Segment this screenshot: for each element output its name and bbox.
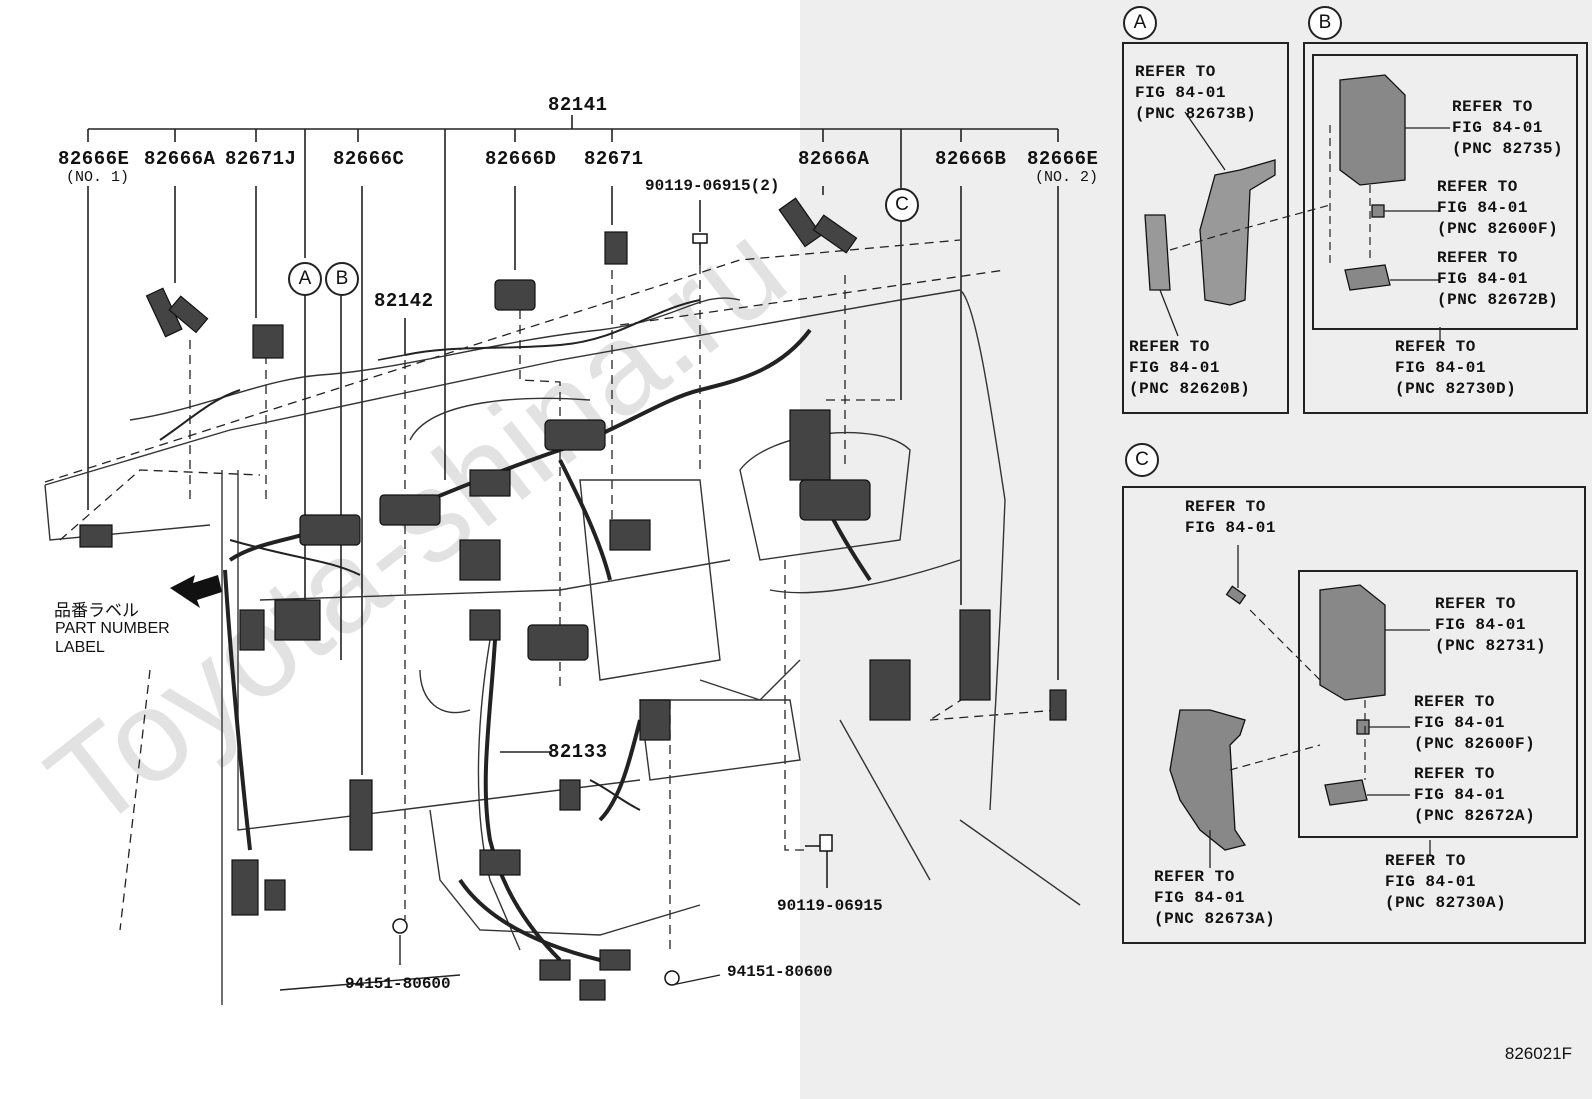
- part-number-label-en-1: PART NUMBER: [55, 620, 170, 637]
- figure-code: 826021F: [1504, 1044, 1572, 1063]
- callout-82666e-no2: 82666E: [1027, 148, 1099, 170]
- detail-b-ref-82600f: REFER TO FIG 84-01 (PNC 82600F): [1437, 178, 1559, 238]
- detail-b-panel: [1303, 42, 1588, 414]
- clip-right-label: 94151-80600: [727, 963, 833, 981]
- part-82141-label: 82141: [548, 94, 608, 116]
- circle-marker-a: A: [288, 262, 322, 296]
- detail-b-inner-box: [1312, 54, 1578, 330]
- detail-a-ref-82620b: REFER TO FIG 84-01 (PNC 82620B): [1129, 338, 1251, 398]
- callout-82666a-right: 82666A: [798, 148, 870, 170]
- detail-c-ref-82673a: REFER TO FIG 84-01 (PNC 82673A): [1154, 868, 1276, 928]
- detail-a-panel: [1122, 42, 1289, 414]
- detail-b-ref-82672b: REFER TO FIG 84-01 (PNC 82672B): [1437, 249, 1559, 309]
- detail-c-ref-82672a: REFER TO FIG 84-01 (PNC 82672A): [1414, 765, 1536, 825]
- callout-82671: 82671: [584, 148, 644, 170]
- bolt-top-label: 90119-06915(2): [645, 177, 780, 195]
- detail-b-ref-82735: REFER TO FIG 84-01 (PNC 82735): [1452, 98, 1564, 158]
- circle-marker-b: B: [325, 262, 359, 296]
- no2-label: (NO. 2): [1035, 169, 1099, 186]
- circle-marker-c: C: [885, 188, 919, 222]
- callout-82666a-left: 82666A: [144, 148, 216, 170]
- part-82133-label: 82133: [548, 741, 608, 763]
- detail-b-marker: B: [1308, 6, 1342, 40]
- callout-82666c: 82666C: [333, 148, 405, 170]
- detail-c-ref-82600f: REFER TO FIG 84-01 (PNC 82600F): [1414, 693, 1536, 753]
- part-number-label-en-2: LABEL: [55, 639, 105, 656]
- callout-82666b: 82666B: [935, 148, 1007, 170]
- background-shade-right: [800, 0, 1592, 1099]
- detail-a-marker: A: [1123, 6, 1157, 40]
- part-number-label-jp: 品番ラベル: [54, 601, 139, 621]
- callout-82671j: 82671J: [225, 148, 297, 170]
- no1-label: (NO. 1): [66, 169, 130, 186]
- detail-b-ref-82730d: REFER TO FIG 84-01 (PNC 82730D): [1395, 338, 1517, 398]
- detail-c-ref-82731: REFER TO FIG 84-01 (PNC 82731): [1435, 595, 1547, 655]
- detail-c-marker: C: [1125, 443, 1159, 477]
- detail-c-panel: [1122, 486, 1586, 944]
- detail-c-inner-box: [1298, 570, 1578, 838]
- callout-82666d: 82666D: [485, 148, 557, 170]
- clip-left-label: 94151-80600: [345, 975, 451, 993]
- bolt-bottom-label: 90119-06915: [777, 897, 883, 915]
- callout-82666e-no1: 82666E: [58, 148, 130, 170]
- detail-c-ref-bolt: REFER TO FIG 84-01: [1185, 498, 1276, 537]
- label-arrow: [170, 575, 222, 608]
- part-82142-label: 82142: [374, 290, 434, 312]
- detail-a-ref-82673b: REFER TO FIG 84-01 (PNC 82673B): [1135, 63, 1257, 123]
- detail-c-ref-82730a: REFER TO FIG 84-01 (PNC 82730A): [1385, 852, 1507, 912]
